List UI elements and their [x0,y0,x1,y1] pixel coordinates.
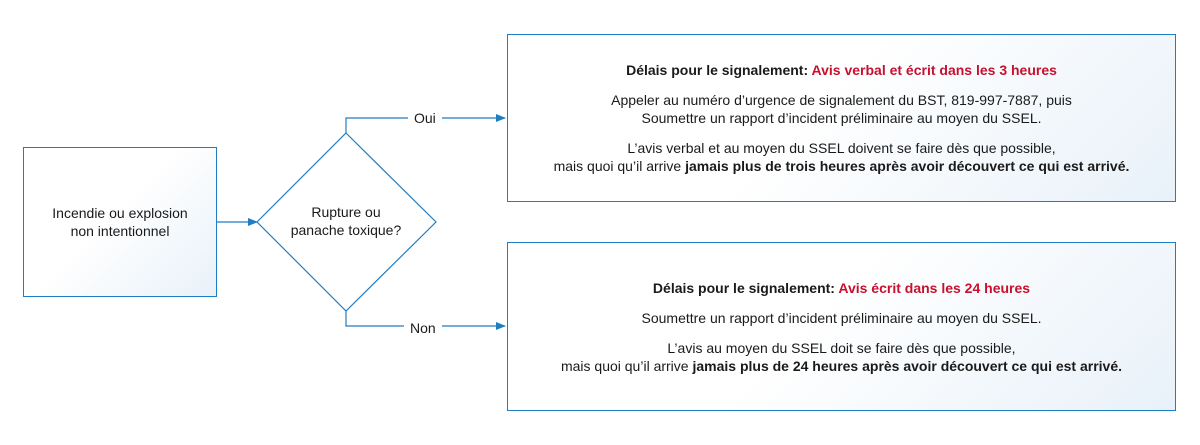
decision-label-line1: Rupture ou [311,204,381,220]
decision-label-line2: panache toxique? [290,222,402,238]
outcome-yes-deadline-line1: L’avis verbal et au moyen du SSEL doiven… [627,140,1056,156]
outcome-no-heading: Délais pour le signalement: Avis écrit d… [653,279,1030,297]
outcome-no-heading-prefix: Délais pour le signalement: [652,279,835,296]
outcome-yes-deadline: L’avis verbal et au moyen du SSEL doiven… [554,139,1130,175]
start-label-line1: Incendie ou explosion [52,205,188,221]
outcome-box-no: Délais pour le signalement: Avis écrit d… [507,242,1176,411]
outcome-yes-instruction-line2: Soumettre un rapport d’incident prélimin… [641,110,1042,126]
outcome-no-instruction-line1: Soumettre un rapport d’incident prélimin… [641,309,1042,326]
connector-no [345,311,506,330]
start-label-line2: non intentionnel [70,223,170,239]
outcome-yes-heading-highlight: Avis verbal et écrit dans les 3 heures [811,62,1057,78]
outcome-yes-deadline-line2: mais quoi qu’il arrive jamais plus de tr… [554,157,1130,175]
branch-label-no: Non [404,320,442,336]
outcome-yes-deadline-normal: mais quoi qu’il arrive [553,158,682,174]
outcome-no-deadline-line2: mais quoi qu’il arrive jamais plus de 24… [561,357,1122,375]
start-box: Incendie ou explosion non intentionnel [23,147,217,297]
outcome-yes-instructions: Appeler au numéro d’urgence de signaleme… [611,91,1072,127]
outcome-no-heading-highlight: Avis écrit dans les 24 heures [838,279,1031,296]
outcome-no-deadline-normal: mais quoi qu’il arrive [560,357,689,374]
connector-yes [345,114,506,133]
branch-label-yes: Oui [408,110,442,126]
outcome-yes-heading-prefix: Délais pour le signalement: [626,62,809,78]
outcome-yes-heading: Délais pour le signalement: Avis verbal … [626,61,1057,79]
outcome-no-deadline-line1: L’avis au moyen du SSEL doit se faire dè… [667,339,1016,356]
outcome-no-deadline-bold: jamais plus de 24 heures après avoir déc… [692,357,1123,374]
outcome-no-instructions: Soumettre un rapport d’incident prélimin… [642,309,1042,327]
outcome-yes-instruction-line1: Appeler au numéro d’urgence de signaleme… [611,92,1072,108]
outcome-no-deadline: L’avis au moyen du SSEL doit se faire dè… [561,339,1122,375]
outcome-yes-deadline-bold: jamais plus de trois heures après avoir … [685,158,1130,174]
decision-label: Rupture ou panache toxique? [276,203,416,239]
outcome-box-yes: Délais pour le signalement: Avis verbal … [507,34,1176,202]
